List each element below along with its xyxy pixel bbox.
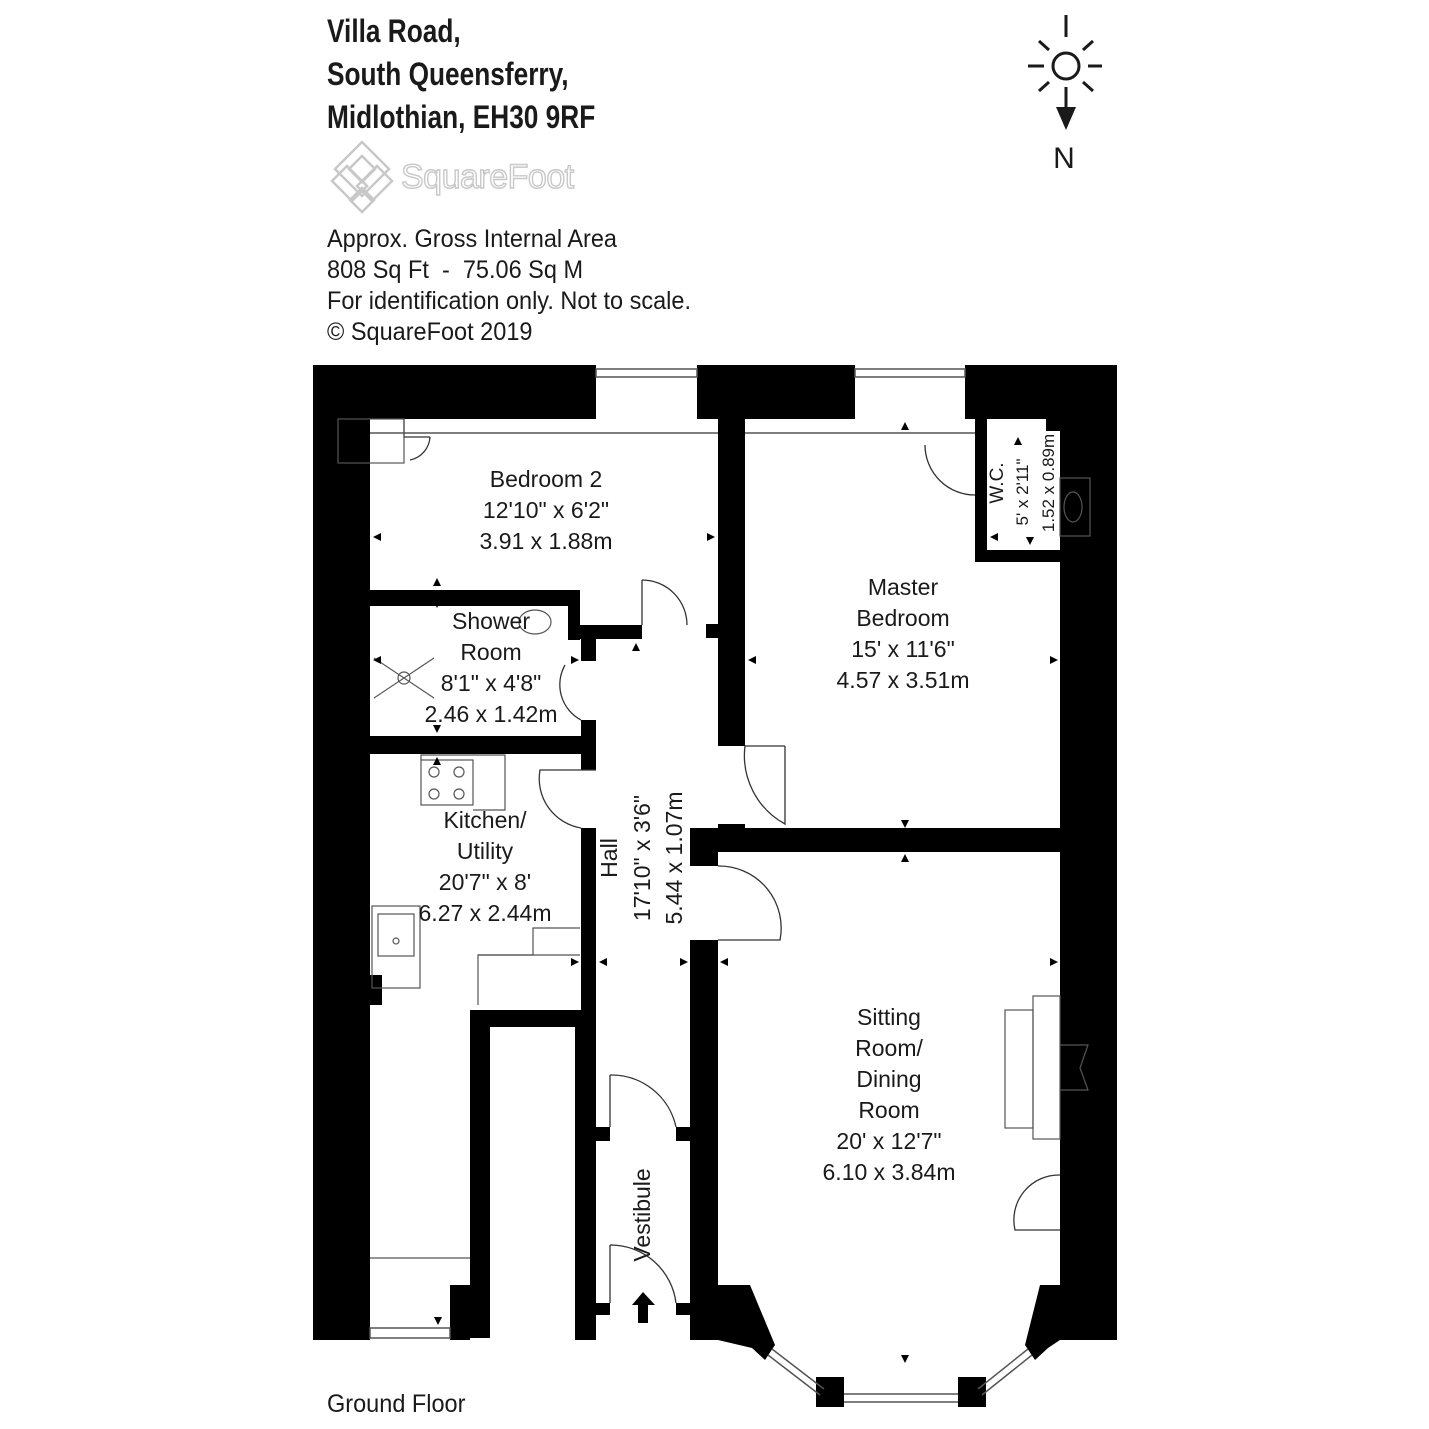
sitting-name-2: Room/ <box>855 1035 923 1061</box>
toilet-icon <box>518 609 552 635</box>
address-line-1: Villa Road, <box>327 13 461 49</box>
sink-icon <box>371 905 421 989</box>
logo-text: SquareFoot <box>400 157 575 196</box>
wc-metric: 1.52 x 0.89m <box>1039 434 1058 532</box>
squarefoot-logo: SquareFoot <box>327 138 627 218</box>
hall-imperial: 17'10" x 3'6" <box>629 795 655 921</box>
doors <box>403 419 1061 1304</box>
sun-icon <box>1028 15 1102 110</box>
room-labels: Bedroom 2 12'10" x 6'2" 3.91 x 1.88m Sho… <box>419 434 1058 1262</box>
master-name-1: Master <box>868 574 939 600</box>
hob-icon <box>420 759 474 806</box>
info-line-2: 808 Sq Ft - 75.06 Sq M <box>327 256 584 284</box>
vestibule-name: Vestibule <box>629 1168 655 1261</box>
sitting-metric: 6.10 x 3.84m <box>823 1159 956 1185</box>
kitchen-imperial: 20'7" x 8' <box>439 869 531 895</box>
kitchen-metric: 6.27 x 2.44m <box>419 900 552 926</box>
wc-imperial: 5' x 2'11" <box>1013 458 1032 525</box>
area-info: Approx. Gross Internal Area 808 Sq Ft - … <box>327 224 691 348</box>
dimension-markers <box>373 422 1058 1363</box>
compass-arrow-icon <box>1056 107 1076 130</box>
sitting-name-3: Dining <box>856 1066 921 1092</box>
info-line-3: For identification only. Not to scale. <box>327 287 692 315</box>
shower-name-2: Room <box>460 639 521 665</box>
sitting-name-4: Room <box>858 1097 919 1123</box>
entrance-arrow-icon <box>632 1292 655 1323</box>
shower-imperial: 8'1" x 4'8" <box>441 670 542 696</box>
master-imperial: 15' x 11'6" <box>851 636 954 662</box>
bedroom2-name: Bedroom 2 <box>490 466 603 492</box>
sitting-name-1: Sitting <box>857 1004 921 1030</box>
cupboard <box>337 418 405 464</box>
fireplace-icon <box>1004 1009 1034 1129</box>
info-line-1: Approx. Gross Internal Area <box>327 225 617 253</box>
property-address: Villa Road, South Queensferry, Midlothia… <box>327 10 595 139</box>
shower-metric: 2.46 x 1.42m <box>425 701 558 727</box>
hall-metric: 5.44 x 1.07m <box>661 792 687 925</box>
address-line-2: South Queensferry, <box>327 56 569 92</box>
shower-name-1: Shower <box>452 608 530 634</box>
info-line-4: © SquareFoot 2019 <box>327 318 533 346</box>
bedroom2-imperial: 12'10" x 6'2" <box>483 497 609 523</box>
walls <box>313 365 1117 1407</box>
fixtures <box>337 418 1091 1259</box>
hall-name: Hall <box>596 838 622 878</box>
master-name-2: Bedroom <box>856 605 949 631</box>
wc-name: W.C. <box>987 462 1008 503</box>
sitting-imperial: 20' x 12'7" <box>836 1128 941 1154</box>
windows <box>369 368 1033 1403</box>
logo-diamond-icon <box>330 140 394 214</box>
compass-north-icon: N <box>1028 15 1102 175</box>
wc-basin-icon <box>1059 477 1091 537</box>
bedroom2-metric: 3.91 x 1.88m <box>480 528 613 554</box>
floor-label: Ground Floor <box>327 1390 466 1418</box>
master-metric: 4.57 x 3.51m <box>837 667 970 693</box>
compass-north-label: N <box>1053 142 1075 175</box>
kitchen-name-2: Utility <box>457 838 514 864</box>
kitchen-name-1: Kitchen/ <box>443 807 527 833</box>
address-line-3: Midlothian, EH30 9RF <box>327 99 596 135</box>
